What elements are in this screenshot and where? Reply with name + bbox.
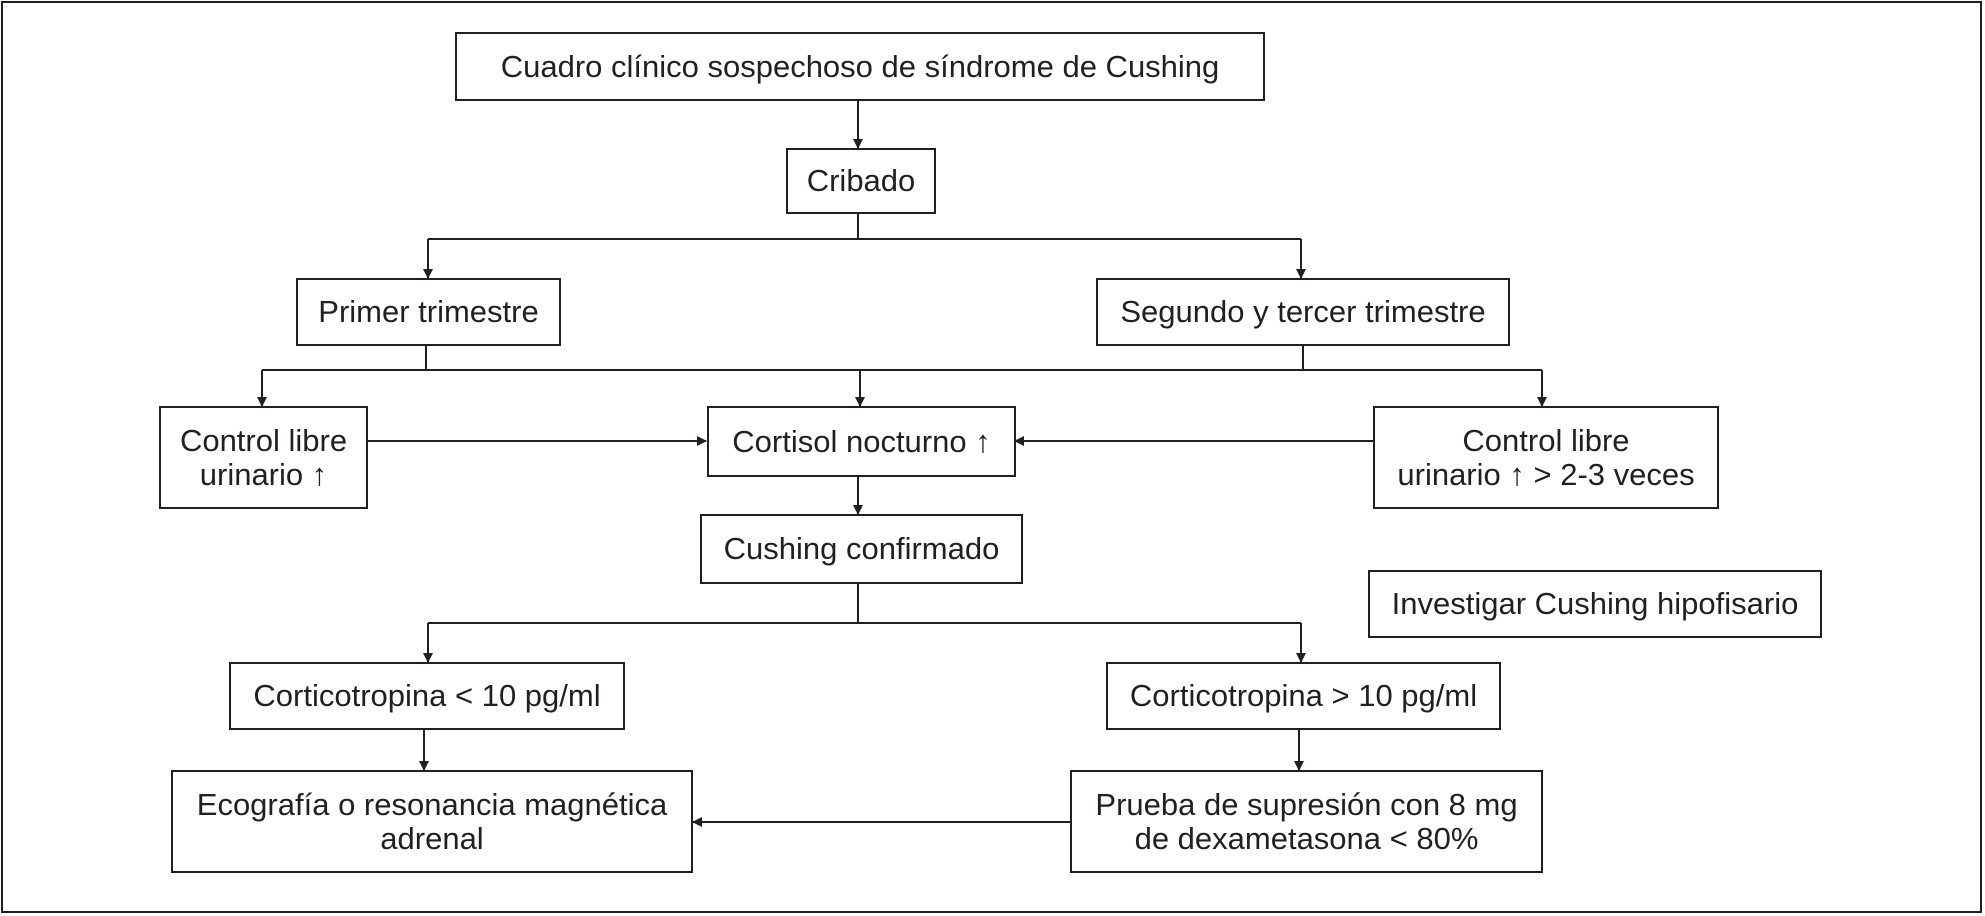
imaging-label: Ecografía o resonancia magnética adrenal [196,786,668,856]
night-cortisol-label: Cortisol nocturno ↑ [732,423,991,459]
dexa-test-node: Prueba de supresión con 8 mg de dexameta… [1070,770,1543,873]
pituitary-label: Investigar Cushing hipofisario [1391,586,1799,621]
acth-low-label: Corticotropina < 10 pg/ml [253,678,601,713]
screening-node: Cribado [786,148,936,214]
dexa-test-label: Prueba de supresión con 8 mg de dexameta… [1095,786,1518,856]
ufc-right-node: Control libre urinario ↑ > 2-3 veces [1373,406,1719,509]
second-third-trimester-label: Segundo y tercer trimestre [1120,294,1486,329]
screening-label: Cribado [806,163,916,198]
ufc-left-label: Control libre urinario ↑ [179,422,348,492]
confirmed-label: Cushing confirmado [723,531,1000,566]
first-trimester-node: Primer trimestre [296,278,561,346]
suspect-node: Cuadro clínico sospechoso de síndrome de… [455,32,1265,101]
pituitary-node: Investigar Cushing hipofisario [1368,570,1822,638]
confirmed-node: Cushing confirmado [700,514,1023,584]
imaging-node: Ecografía o resonancia magnética adrenal [171,770,693,873]
first-trimester-label: Primer trimestre [318,294,539,329]
acth-high-label: Corticotropina > 10 pg/ml [1129,678,1478,713]
ufc-right-label: Control libre urinario ↑ > 2-3 veces [1397,422,1695,492]
second-third-trimester-node: Segundo y tercer trimestre [1096,278,1510,346]
ufc-left-node: Control libre urinario ↑ [159,406,368,509]
night-cortisol-node: Cortisol nocturno ↑ [707,406,1016,477]
acth-high-node: Corticotropina > 10 pg/ml [1106,662,1501,730]
acth-low-node: Corticotropina < 10 pg/ml [229,662,625,730]
suspect-label: Cuadro clínico sospechoso de síndrome de… [500,48,1220,84]
